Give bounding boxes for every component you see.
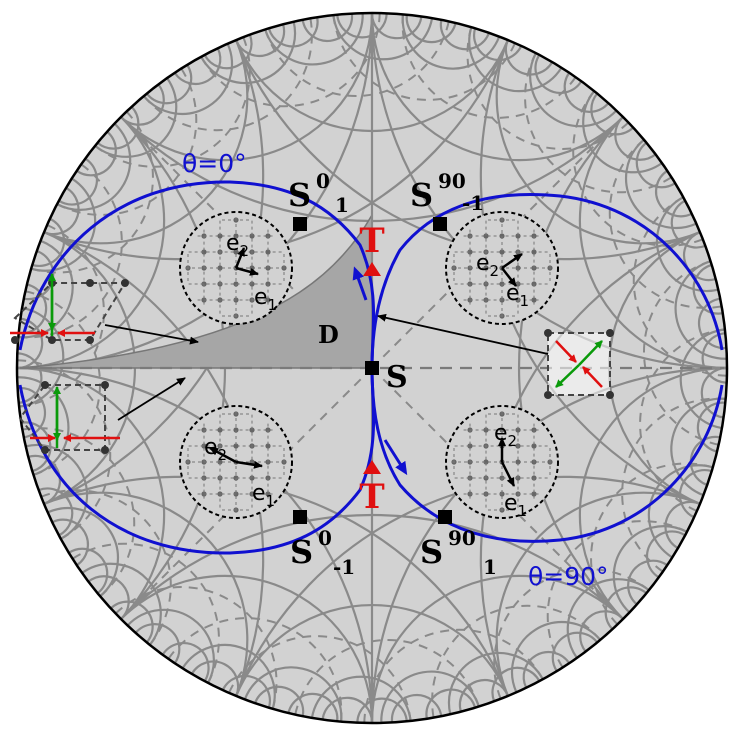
point-T-top: [363, 262, 381, 276]
label-S0-1: S 0 1: [288, 169, 349, 217]
point-S0-m1: [293, 510, 307, 524]
label-theta-0: θ=0°: [182, 149, 247, 178]
tessellation: [17, 13, 727, 723]
svg-text:1: 1: [335, 193, 349, 217]
label-T-bottom: T: [359, 477, 384, 517]
svg-text:S: S: [290, 533, 313, 571]
label-S: S: [386, 360, 408, 395]
svg-text:-1: -1: [462, 191, 484, 215]
right-unit-cell: [377, 313, 614, 399]
label-T-top: T: [359, 221, 384, 261]
fundamental-domain: [19, 212, 373, 369]
label-S90-1: S 90 1: [420, 526, 497, 579]
label-S90-m1: S 90 -1: [410, 169, 484, 215]
svg-text:S: S: [288, 176, 311, 214]
label-S0-m1: S 0 -1: [290, 526, 355, 579]
point-T-bottom: [363, 460, 381, 474]
svg-text:S: S: [420, 533, 443, 571]
svg-text:0: 0: [318, 526, 332, 550]
disk-boundary: [15, 11, 729, 725]
point-S: [365, 361, 379, 375]
point-S90-1: [438, 510, 452, 524]
svg-text:-1: -1: [333, 555, 355, 579]
label-D: D: [318, 320, 339, 349]
left-unit-cells: [10, 273, 199, 454]
svg-text:90: 90: [448, 526, 476, 550]
flow-arrow-up: [352, 266, 368, 301]
flow-arrow-down: [383, 439, 408, 476]
svg-text:90: 90: [438, 169, 466, 193]
point-S0-1: [293, 217, 307, 231]
svg-text:0: 0: [316, 169, 330, 193]
svg-text:S: S: [410, 176, 433, 214]
point-S90-m1: [433, 217, 447, 231]
svg-text:1: 1: [483, 555, 497, 579]
label-theta-90: θ=90°: [528, 562, 609, 591]
